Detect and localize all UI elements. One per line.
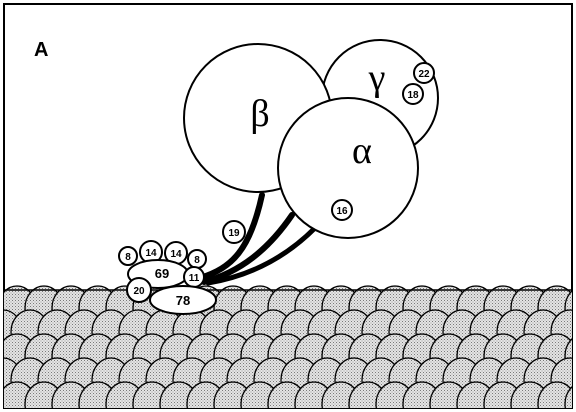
cluster-site-11: 11 [183, 266, 205, 288]
gamma-label: γ [368, 57, 386, 99]
svg-text:8: 8 [125, 252, 131, 263]
svg-text:16: 16 [336, 206, 348, 217]
alpha-subunit: α [277, 97, 419, 239]
svg-text:18: 18 [407, 90, 419, 101]
cluster-site-78: 78 [149, 285, 217, 315]
svg-text:11: 11 [189, 273, 200, 284]
svg-text:19: 19 [228, 228, 240, 239]
svg-text:8: 8 [194, 255, 200, 266]
site-stalk-19: 19 [222, 220, 246, 244]
cluster-site-8a: 8 [118, 246, 138, 266]
beta-label: β [250, 93, 269, 135]
svg-text:22: 22 [418, 69, 430, 80]
svg-text:14: 14 [170, 249, 182, 260]
site-alpha-16: 16 [331, 199, 353, 221]
svg-text:69: 69 [155, 266, 169, 281]
lattice-sphere [564, 386, 572, 408]
site-gamma-22: 22 [413, 62, 435, 84]
svg-text:78: 78 [176, 293, 190, 308]
base-cluster: 8 14 14 8 69 11 20 78 [118, 240, 217, 315]
lattice-sphere [537, 381, 572, 408]
svg-text:20: 20 [133, 286, 145, 297]
stalk [197, 192, 318, 286]
alpha-label: α [352, 130, 372, 172]
membrane-lattice [4, 285, 572, 408]
cluster-site-20: 20 [126, 277, 152, 303]
svg-text:14: 14 [145, 248, 157, 259]
cluster-site-8b: 8 [187, 249, 207, 269]
site-gamma-18: 18 [402, 83, 424, 105]
panel-letter: A [34, 39, 48, 61]
